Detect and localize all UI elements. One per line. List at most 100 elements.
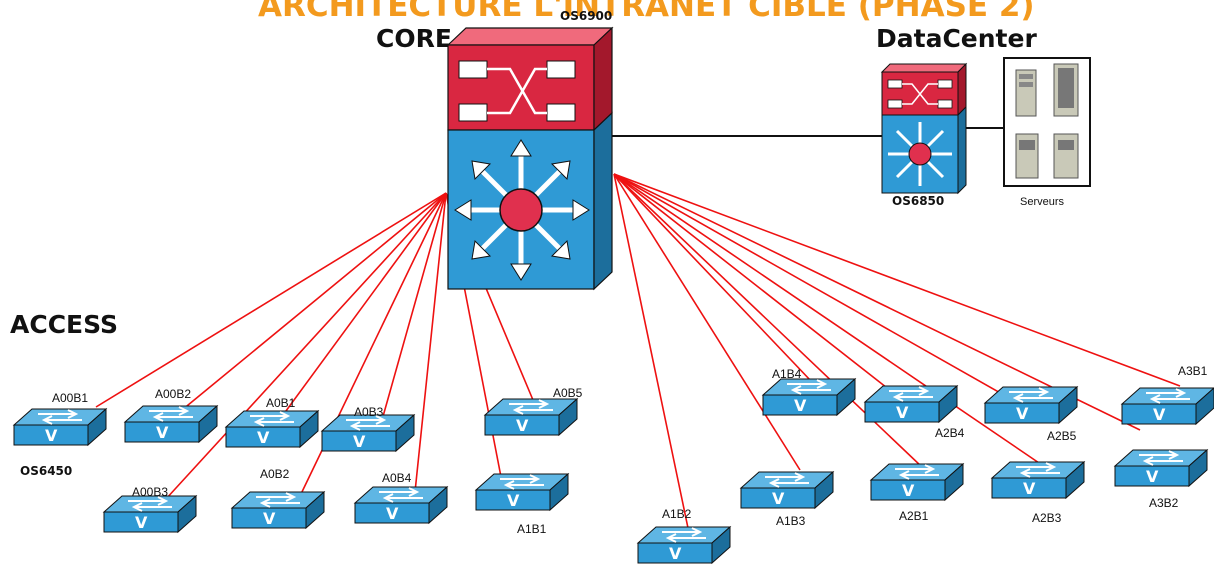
access-switch-a0b3: V: [320, 413, 416, 453]
vlan-icon: V: [1016, 404, 1029, 423]
vlan-icon: V: [516, 416, 529, 435]
vlan-icon: V: [772, 489, 785, 508]
access-model-label: OS6450: [20, 464, 72, 478]
access-switch-label: A2B3: [1032, 511, 1062, 525]
vlan-icon: V: [507, 491, 520, 510]
access-switch-label: A00B1: [52, 391, 88, 405]
core-model-label: OS6900: [560, 9, 612, 23]
switch-arrows-icon: [379, 487, 423, 503]
vlan-icon: V: [353, 432, 366, 451]
switch-arrows-icon: [256, 492, 300, 508]
switch-arrows-icon: [1016, 462, 1060, 478]
server-icon: [1015, 63, 1079, 179]
access-section-label: ACCESS: [10, 310, 118, 339]
switch-arrows-icon: [895, 464, 939, 480]
switch-arrows-icon: [765, 472, 809, 488]
vlan-icon: V: [156, 423, 169, 442]
datacenter-section-label: DataCenter: [876, 24, 1037, 53]
vlan-icon: V: [386, 504, 399, 523]
access-switch-label: A0B5: [553, 386, 583, 400]
access-switch-a3b2: V: [1113, 448, 1209, 488]
access-switch-label: A0B3: [354, 405, 384, 419]
access-switch-a2b3: V: [990, 460, 1086, 500]
access-switch-a2b4: V: [863, 384, 959, 424]
access-switch-label: A2B4: [935, 426, 965, 440]
servers-label: Serveurs: [1020, 196, 1065, 208]
access-switch-label: A00B3: [132, 485, 168, 499]
access-switch-label: A3B2: [1149, 496, 1179, 510]
datacenter-switch: [880, 62, 968, 195]
vlan-icon: V: [1146, 467, 1159, 486]
access-switch-label: A3B1: [1178, 364, 1208, 378]
link-a00b3: [164, 192, 447, 501]
core-switch: [446, 26, 614, 291]
switch-arrows-icon: [500, 474, 544, 490]
switch-arrows-icon: [1146, 388, 1190, 404]
access-switch-a0b1: V: [224, 409, 320, 449]
access-switch-a0b4: V: [353, 485, 449, 525]
vlan-icon: V: [794, 396, 807, 415]
vlan-icon: V: [1153, 405, 1166, 424]
vlan-icon: V: [896, 403, 909, 422]
link-a00b2: [181, 192, 447, 411]
access-switch-a00b1: V: [12, 407, 108, 447]
access-switch-a3b1: V: [1120, 387, 1214, 426]
link-a1b4: [613, 173, 813, 383]
switch-arrows-icon: [250, 411, 294, 427]
access-switch-a1b4: V: [761, 377, 857, 417]
link-a1b2: [613, 173, 689, 529]
access-switch-a1b1: V: [474, 472, 570, 512]
access-switch-label: A2B1: [899, 509, 929, 523]
link-a3b1: [613, 173, 1181, 387]
link-a2b3: [613, 173, 1046, 468]
switch-arrows-icon: [662, 527, 706, 543]
access-switch-a0b5: V: [483, 397, 579, 437]
link-a00b1: [95, 192, 447, 408]
access-switch-label: A2B5: [1047, 429, 1077, 443]
link-a1b3: [613, 173, 801, 471]
switch-arrows-icon: [889, 386, 933, 402]
access-switch-label: A0B4: [382, 471, 412, 485]
switch-arrows-icon: [1009, 387, 1053, 403]
vlan-icon: V: [45, 426, 58, 445]
switch-arrows-icon: [128, 496, 172, 512]
link-a0b1: [282, 192, 447, 416]
access-switch-label: A00B2: [155, 387, 191, 401]
core-section-label: CORE: [376, 24, 452, 53]
datacenter-model-label: OS6850: [892, 194, 944, 208]
access-switch-a1b3: V: [739, 470, 835, 510]
switch-arrows-icon: [149, 406, 193, 422]
access-switch-label: A0B2: [260, 467, 290, 481]
link-a2b4: [613, 173, 929, 421]
vlan-icon: V: [257, 428, 270, 447]
switch-arrows-icon: [787, 379, 831, 395]
switch-arrows-icon: [346, 415, 390, 431]
diagram-title: ARCHITECTURE L'INTRANET CIBLE (PHASE 2): [258, 0, 1035, 24]
access-switch-a2b1: V: [869, 462, 965, 502]
switch-arrows-icon: [509, 399, 553, 415]
vlan-icon: V: [263, 509, 276, 528]
access-switch-label: A1B1: [517, 522, 547, 536]
access-switch-label: A1B4: [772, 367, 802, 381]
access-switches: VA00B1VA00B2VA0B1VA0B3VA0B5VA00B3VA0B2VA…: [12, 364, 1214, 565]
servers-group: [1003, 57, 1091, 187]
switch-arrows-icon: [1139, 450, 1183, 466]
link-a0b3: [381, 192, 447, 421]
access-switch-a2b5: V: [983, 385, 1079, 425]
link-a2b1: [613, 173, 923, 468]
switch-arrows-icon: [38, 409, 82, 425]
vlan-icon: V: [902, 481, 915, 500]
access-switch-label: A0B1: [266, 396, 296, 410]
link-a0b4: [414, 192, 447, 493]
access-switch-a1b2: V: [636, 525, 732, 565]
access-switch-a00b3: V: [102, 494, 198, 534]
vlan-icon: V: [669, 544, 682, 563]
access-switch-label: A1B3: [776, 514, 806, 528]
vlan-icon: V: [1023, 479, 1036, 498]
link-a2b5: [613, 173, 1049, 421]
access-switch-a00b2: V: [123, 404, 219, 444]
access-switch-a0b2: V: [230, 490, 326, 530]
vlan-icon: V: [135, 513, 148, 532]
